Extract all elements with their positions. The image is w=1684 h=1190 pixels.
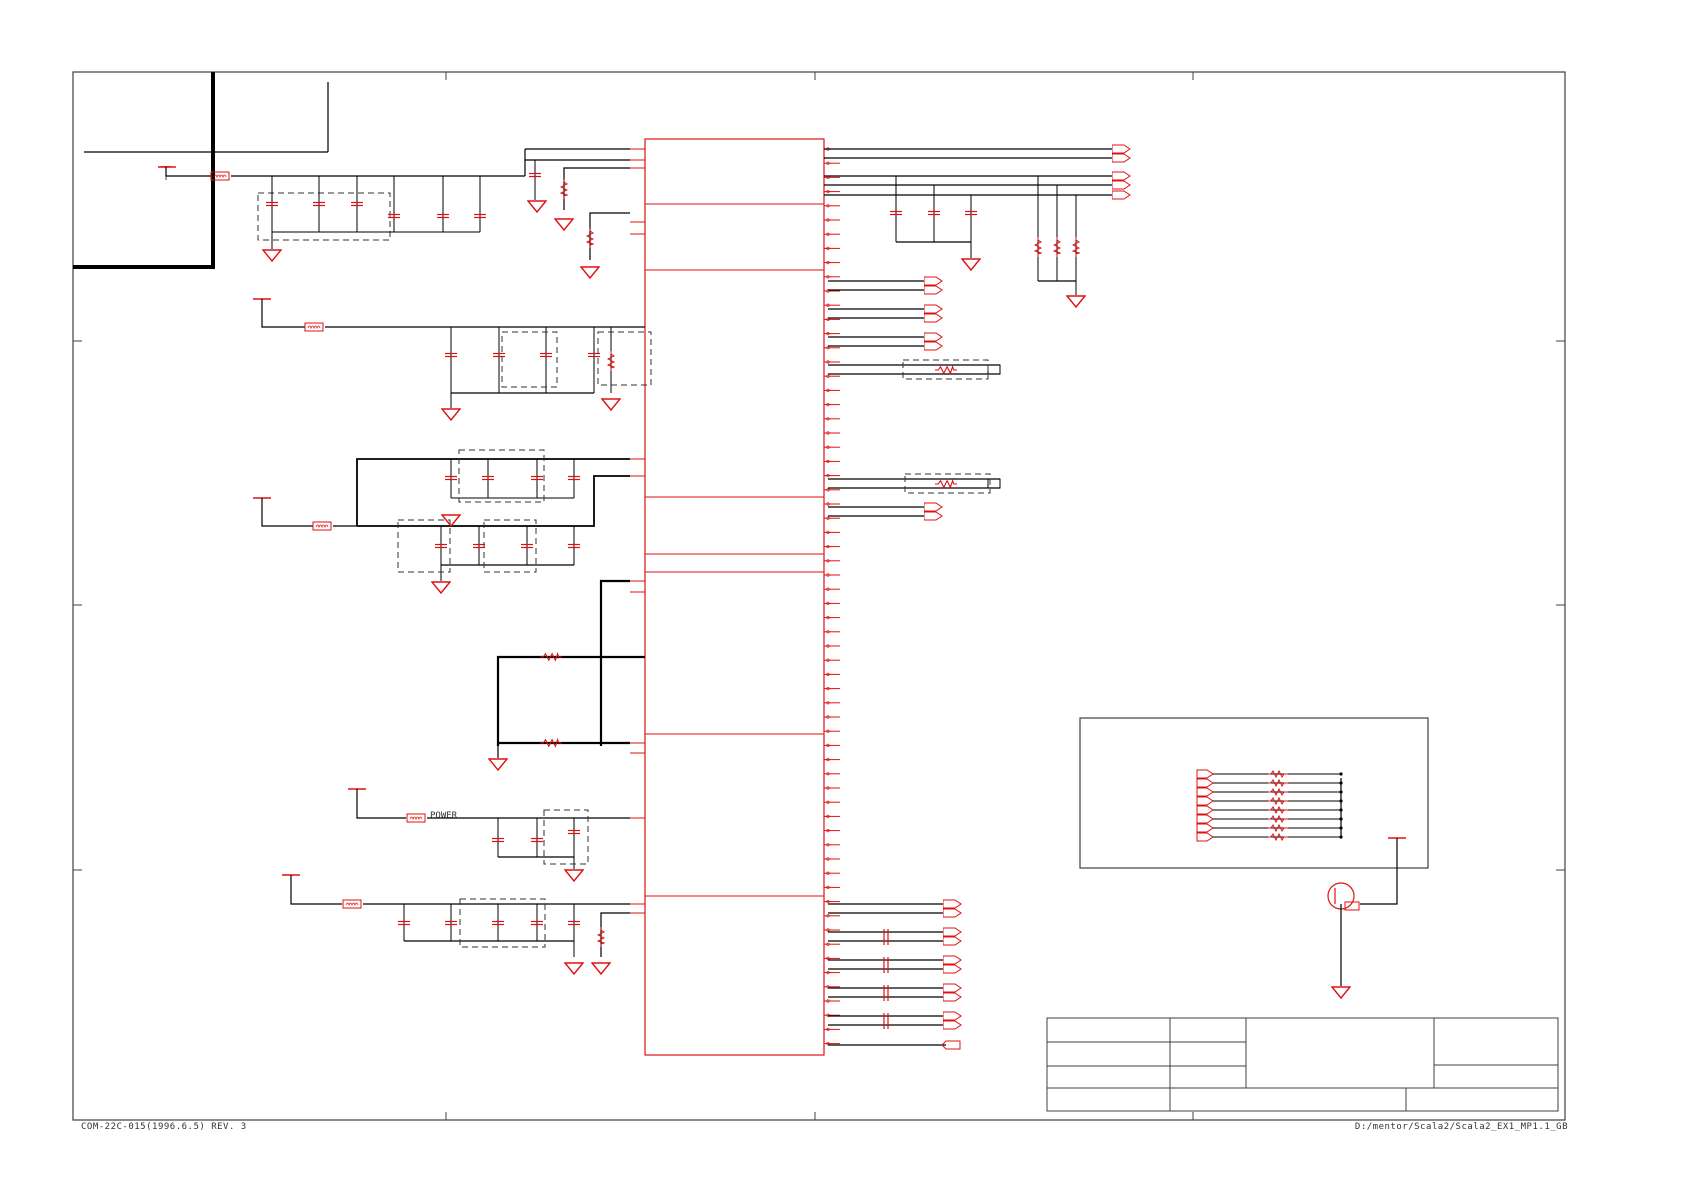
- ic-pin-dot: [826, 374, 830, 378]
- ic-pin-dot: [826, 942, 830, 946]
- ic-pin-dot: [826, 261, 830, 265]
- ic-pin-dot: [826, 544, 830, 549]
- ic-pin-dot: [826, 871, 830, 875]
- ic-pin-dot: [826, 615, 830, 620]
- resistor-icon: [1268, 805, 1288, 815]
- ic-left-pins: [630, 148, 645, 914]
- offpage-connector-icon: [1196, 832, 1214, 842]
- ic-pin-dot: [826, 275, 830, 279]
- ic-pin-dot: [826, 743, 830, 748]
- main-ic: [644, 138, 825, 1056]
- second-power-group: [253, 298, 652, 421]
- ic-pin-dot: [826, 431, 830, 435]
- ic-pin-dot: [826, 630, 830, 634]
- ic-pin-dot: [826, 601, 830, 606]
- ic-pin-dot: [826, 757, 830, 762]
- resistor-icon: [1268, 778, 1288, 788]
- ic-pin-dot: [826, 161, 830, 165]
- bottom-left-power-group: [282, 874, 630, 975]
- sheet-border: [72, 71, 1566, 1121]
- ic-pin-dot: [826, 658, 830, 662]
- ic-pin-dot: [826, 459, 830, 464]
- resistor-icon: [1268, 787, 1288, 797]
- junction-dot: [1339, 772, 1343, 776]
- ic-pin-dot: [826, 559, 830, 563]
- ic-pin-dot: [826, 587, 830, 591]
- ic-pin-dot: [826, 970, 830, 975]
- ic-pin-dot: [826, 388, 830, 393]
- ic-pin-dot: [826, 672, 830, 677]
- resistor-icon: [1268, 796, 1288, 806]
- third-power-group: [253, 449, 630, 594]
- ic-pin-dot: [826, 246, 830, 250]
- ic-pin-dot: [826, 828, 830, 833]
- right-top-bus: [824, 144, 1131, 308]
- ic-pin-dot: [826, 772, 830, 776]
- ic-pin-dot: [826, 843, 830, 847]
- offpage-connector-icon: [1196, 769, 1214, 779]
- offpage-connector-icon: [1196, 796, 1214, 806]
- offpage-connector-icon: [1196, 805, 1214, 815]
- ic-pin-dot: [826, 360, 830, 364]
- ic-pin-dot: [826, 644, 830, 648]
- ic-pin-dot: [826, 800, 830, 804]
- ic-right-pins: [824, 147, 840, 1046]
- ic-pin-dot: [826, 445, 830, 449]
- right-bottom-outputs: [828, 899, 962, 1050]
- ic-pin-dot: [826, 701, 830, 705]
- power-net-label: POWER: [430, 811, 458, 821]
- ic-pin-dot: [826, 573, 830, 577]
- led-driver-box: [1079, 717, 1429, 999]
- ic-pin-dot: [826, 403, 830, 407]
- ic-pin-dot: [826, 899, 830, 904]
- ic-pin-dot: [826, 332, 830, 336]
- ic-pin-dot: [826, 729, 830, 733]
- resistor-icon: [1268, 769, 1288, 779]
- right-mid-outputs: [828, 276, 1001, 521]
- ic-pin-dot: [826, 715, 830, 719]
- ic-pin-dot: [826, 417, 830, 421]
- ic-pin-dot: [826, 218, 830, 222]
- offpage-connector-icon: [1196, 814, 1214, 824]
- offpage-connector-icon: [1196, 778, 1214, 788]
- resistor-icon: [1268, 814, 1288, 824]
- ic-pin-dot: [826, 474, 830, 478]
- ic-pin-dot: [826, 190, 830, 194]
- ic-pin-dot: [826, 857, 830, 861]
- ic-pin-dot: [826, 914, 830, 918]
- ic-pin-dot: [826, 1027, 830, 1031]
- ic-pin-dot: [826, 516, 830, 520]
- form-number: COM-22C-015(1996.6.5) REV. 3: [81, 1122, 247, 1132]
- resistor-icon: [1268, 823, 1288, 833]
- ic-pin-dot: [826, 786, 830, 790]
- offpage-connector-icon: [1196, 823, 1214, 833]
- ic-pin-dot: [826, 999, 830, 1003]
- top-left-power-group: [158, 148, 630, 279]
- offpage-connector-icon: [1196, 787, 1214, 797]
- file-path: D:/mentor/Scala2/Scala2_EX1_MP1.1_GB: [1354, 1122, 1568, 1132]
- ic-pin-dot: [826, 502, 830, 506]
- ic-pin-dot: [826, 204, 830, 208]
- title-block: [1046, 1017, 1559, 1112]
- power-rail-group: POWER: [348, 788, 630, 882]
- ic-pin-dot: [826, 686, 830, 691]
- ic-pin-dot: [826, 814, 830, 819]
- resistor-icon: [1268, 832, 1288, 842]
- ic-pin-dot: [826, 885, 830, 890]
- ic-pin-dot: [826, 928, 830, 932]
- ic-pin-dot: [826, 232, 830, 236]
- upper-left-block: [73, 72, 329, 269]
- ic-pin-dot: [826, 303, 830, 307]
- ic-pin-dot: [826, 530, 830, 535]
- resistor-network-group: [488, 579, 645, 771]
